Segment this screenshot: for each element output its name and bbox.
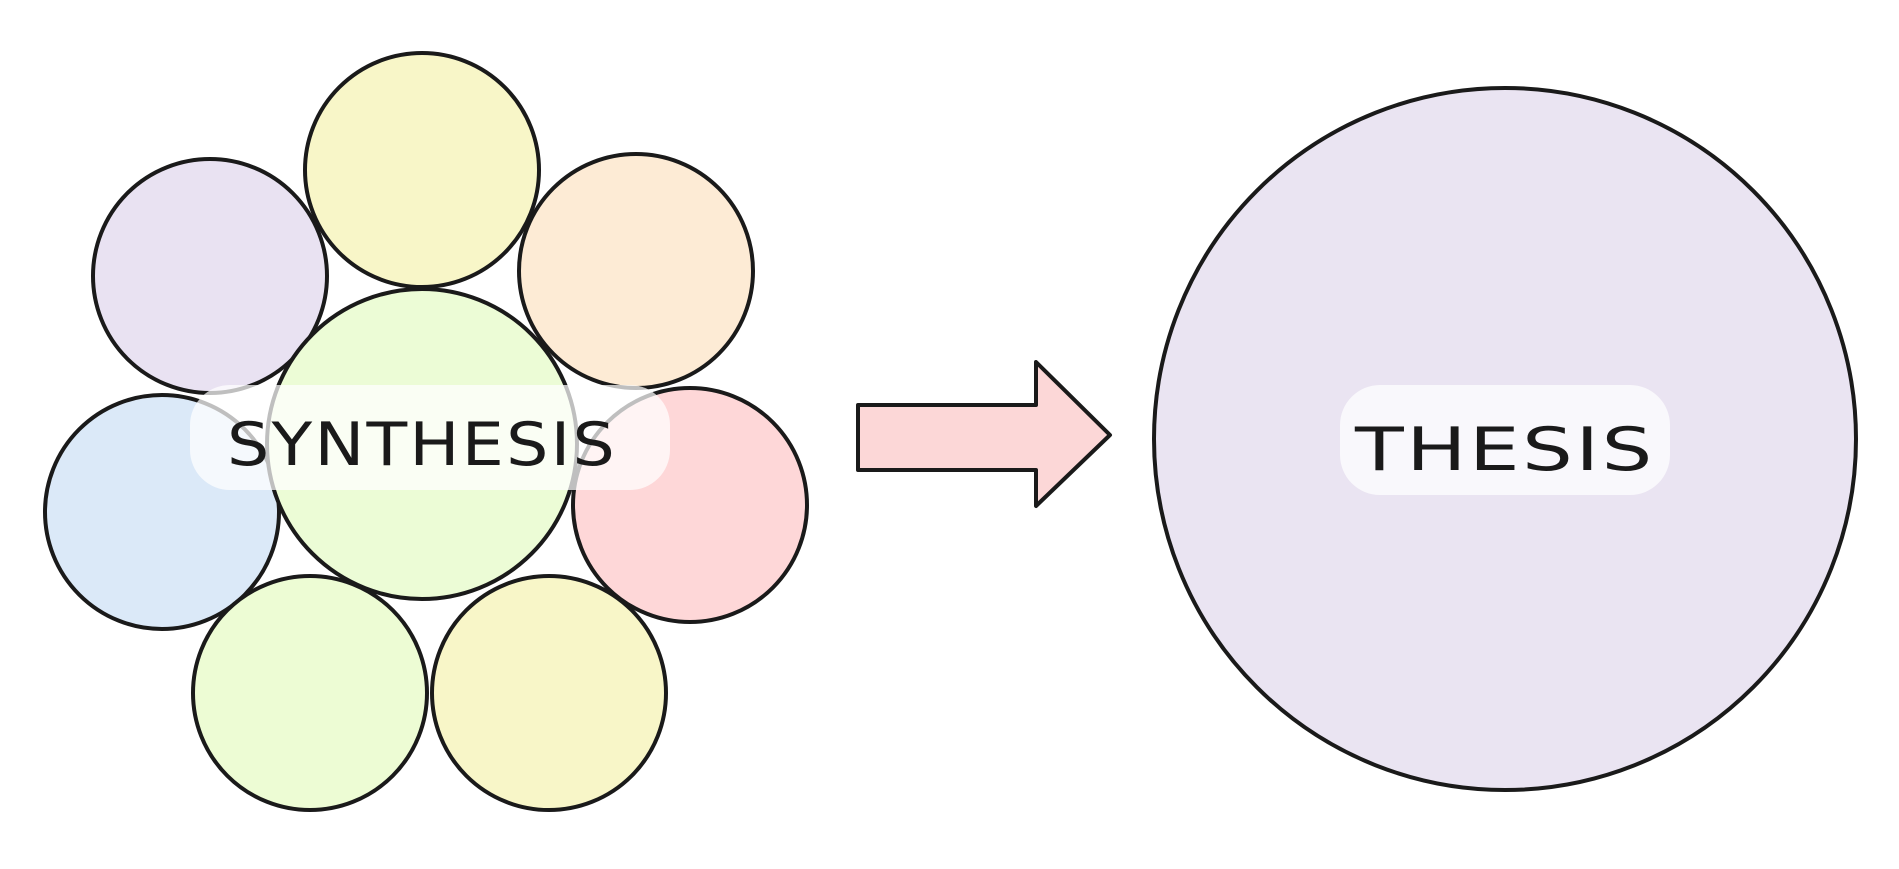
right-arrow-icon: [856, 360, 1112, 508]
thesis-group: THESIS: [1152, 86, 1858, 792]
thesis-label: THESIS: [1354, 415, 1655, 485]
arrow-body: [856, 360, 1112, 508]
circle-upper-right: [517, 152, 755, 390]
circle-bottom-left: [191, 574, 429, 812]
synthesis-cluster: SYNTHESIS: [43, 51, 809, 812]
synthesis-label: SYNTHESIS: [227, 410, 617, 480]
circle-top: [303, 51, 541, 289]
thesis-label-highlight: [1340, 385, 1670, 495]
synthesis-label-highlight: [190, 385, 670, 490]
circle-bottom-right: [430, 574, 668, 812]
